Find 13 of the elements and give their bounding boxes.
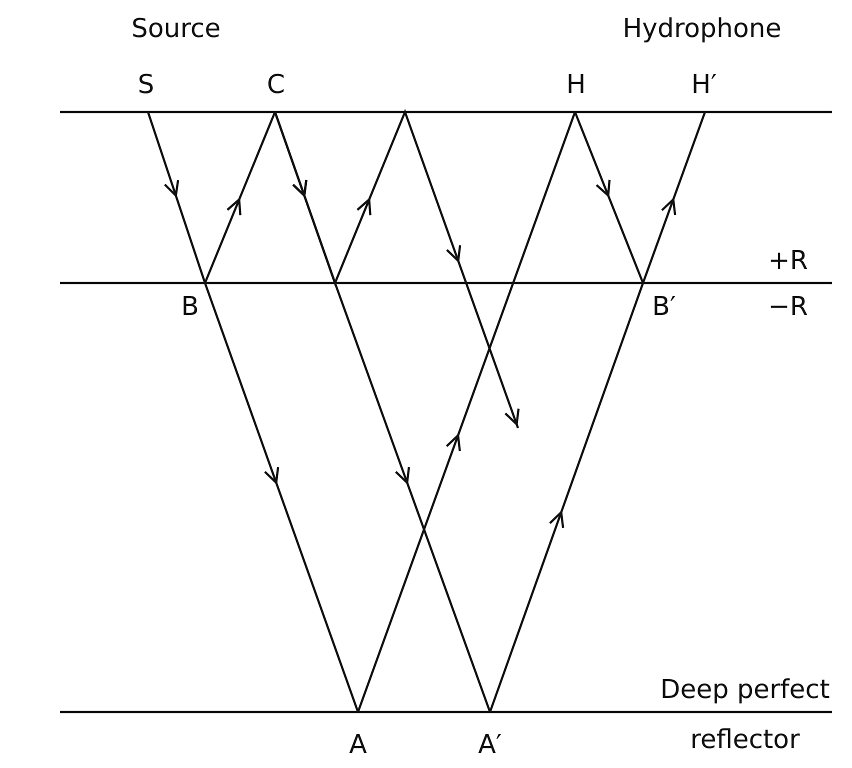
layer-sign-label: +R — [768, 246, 808, 276]
hydrophone-label: Hydrophone — [622, 14, 782, 44]
source-label: Source — [131, 14, 221, 44]
reflector-label: Deep perfect reflector — [660, 674, 830, 757]
point-label: H′ — [691, 70, 717, 100]
point-label: C — [266, 70, 286, 100]
point-label: A′ — [478, 730, 502, 760]
point-label: H — [566, 70, 586, 100]
point-label: A — [349, 730, 367, 760]
point-label: B′ — [652, 292, 676, 322]
point-label: B — [181, 292, 199, 322]
layer-sign-label: −R — [768, 292, 808, 322]
point-label: S — [138, 70, 154, 100]
